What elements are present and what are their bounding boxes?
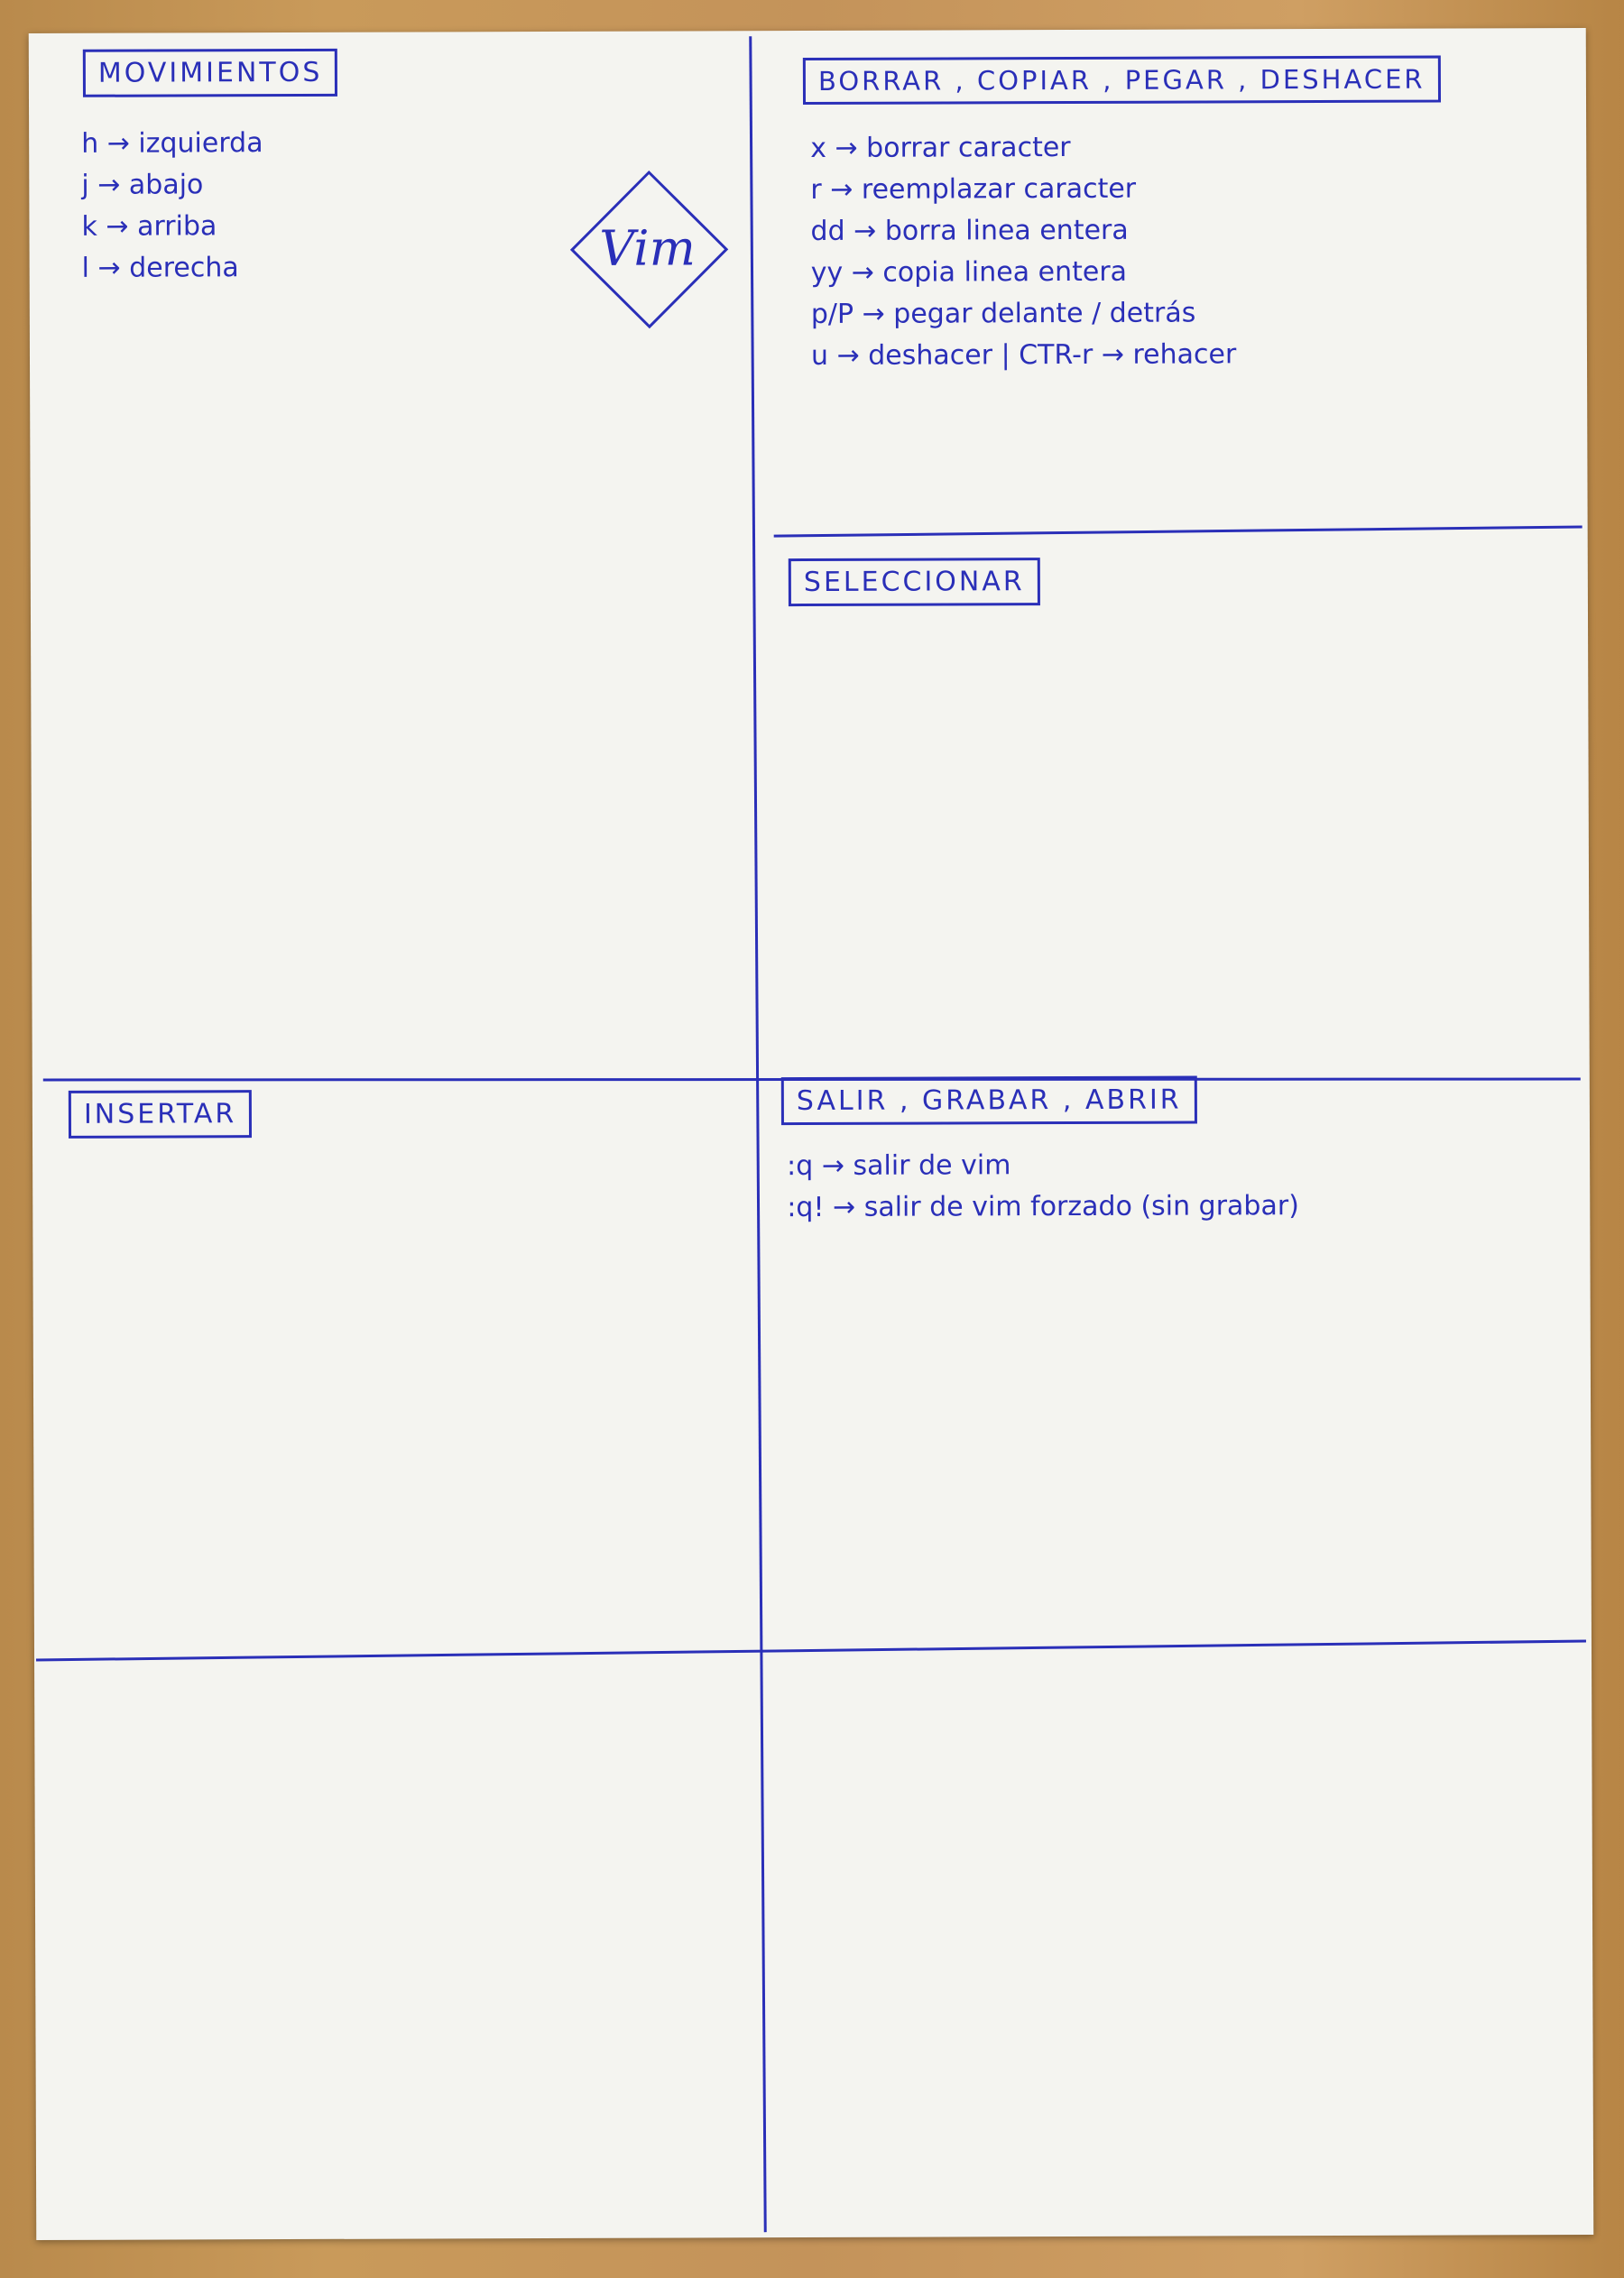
divider-lines	[36, 36, 1586, 2233]
horizontal-divider-top-right	[773, 525, 1582, 538]
section-title-salir: SALIR , GRABAR , ABRIR	[780, 1075, 1197, 1126]
movimientos-line: h → izquierda	[81, 127, 263, 160]
salir-line: :q → salir de vim	[787, 1149, 1011, 1183]
borrar-line: r → reemplazar caracter	[810, 172, 1137, 206]
movimientos-list: h → izquierda j → abajo k → arriba l → d…	[81, 123, 263, 290]
borrar-line: dd → borra linea entera	[810, 214, 1129, 247]
section-title-seleccionar: SELECCIONAR	[788, 558, 1040, 607]
section-title-movimientos: MOVIMIENTOS	[82, 48, 338, 97]
movimientos-line: l → derecha	[81, 252, 239, 284]
borrar-line: x → borrar caracter	[810, 131, 1071, 164]
borrar-line: u → deshacer | CTR-r → rehacer	[810, 338, 1237, 372]
logo-text: Vim	[599, 218, 696, 277]
borrar-list: x → borrar caracter r → reemplazar carac…	[810, 126, 1236, 377]
section-title-insertar: INSERTAR	[68, 1090, 253, 1139]
vertical-divider	[749, 36, 767, 2233]
vim-logo: Vim	[569, 170, 729, 329]
horizontal-divider-middle	[42, 1077, 1581, 1082]
borrar-line: yy → copia linea entera	[810, 255, 1128, 289]
salir-line: :q! → salir de vim forzado (sin grabar)	[787, 1190, 1299, 1224]
paper-sheet: MOVIMIENTOS h → izquierda j → abajo k → …	[28, 27, 1594, 2241]
horizontal-divider-bottom	[36, 1639, 1586, 1662]
salir-list: :q → salir de vim :q! → salir de vim for…	[787, 1144, 1299, 1229]
section-title-borrar: BORRAR , COPIAR , PEGAR , DESHACER	[802, 55, 1441, 106]
borrar-line: p/P → pegar delante / detrás	[810, 297, 1196, 330]
movimientos-line: k → arriba	[81, 210, 217, 243]
movimientos-line: j → abajo	[81, 169, 204, 201]
